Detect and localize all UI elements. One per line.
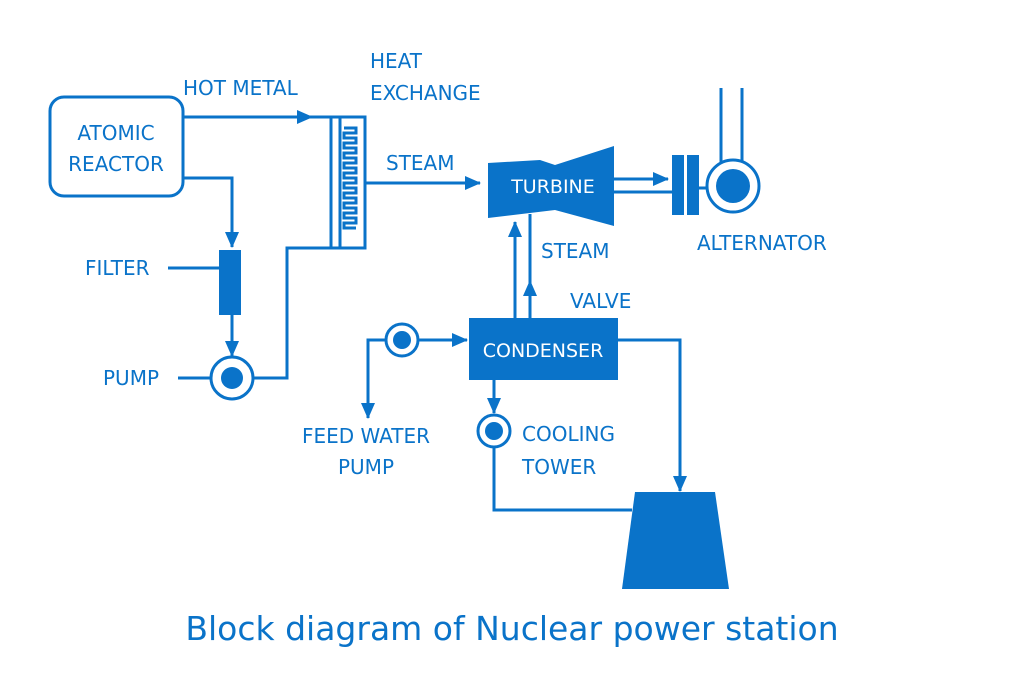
steam-to-turbine-flow: STEAM — [365, 151, 481, 190]
cooling-tower — [622, 492, 729, 589]
alternator-rotor — [716, 169, 750, 203]
feed-water-pump-label-line1: FEED WATER — [302, 424, 430, 448]
cooling-pump-impeller — [485, 422, 503, 440]
condenser-to-cooling-tower-flow — [618, 338, 687, 492]
filter: FILTER — [85, 250, 241, 357]
turbine-shaft — [614, 172, 672, 194]
cooling-tower-label-line1: COOLING — [522, 422, 615, 446]
pump: PUMP — [103, 246, 331, 401]
heat-exchanger-coil — [342, 126, 358, 230]
heat-exchange-label-line1: HEAT — [370, 49, 423, 73]
cooling-pump: COOLING TOWER — [476, 380, 632, 512]
feed-water-pump-impeller — [393, 331, 411, 349]
cooling-tower-label-line2: TOWER — [521, 455, 596, 479]
diagram-title: Block diagram of Nuclear power station — [185, 609, 838, 648]
steam-label-bottom: STEAM — [541, 239, 610, 263]
condenser-block: CONDENSER — [469, 318, 618, 380]
condenser-label: CONDENSER — [483, 340, 604, 362]
pump-label: PUMP — [103, 366, 159, 390]
heat-exchanger: HEAT EXCHANGE — [329, 49, 481, 250]
alternator-label: ALTERNATOR — [697, 231, 827, 255]
coupling-plate-right — [687, 155, 699, 215]
turbine-block: TURBINE — [488, 146, 614, 226]
reactor-label-line2: REACTOR — [68, 152, 164, 176]
steam-label-top: STEAM — [386, 151, 455, 175]
reactor-to-filter-flow — [183, 176, 239, 248]
alternator-outer-ring — [705, 158, 761, 214]
filter-element — [219, 250, 241, 315]
feed-water-pump: FEED WATER PUMP — [302, 322, 468, 479]
turbine-label: TURBINE — [510, 176, 595, 198]
coupling-plate-left — [672, 155, 684, 215]
reactor-label-line1: ATOMIC — [77, 121, 154, 145]
hot-metal-flow: HOT METAL — [183, 76, 331, 124]
atomic-reactor-block: ATOMIC REACTOR — [48, 95, 185, 198]
pump-to-heat-exchanger-line — [253, 246, 331, 380]
condenser-to-turbine-flow: STEAM VALVE — [508, 214, 631, 318]
feed-water-pump-label-line2: PUMP — [338, 455, 394, 479]
pump-impeller — [221, 367, 243, 389]
valve-label: VALVE — [570, 289, 631, 313]
heat-exchange-label-line2: EXCHANGE — [370, 81, 481, 105]
hot-metal-label: HOT METAL — [183, 76, 299, 100]
alternator: ALTERNATOR — [672, 88, 827, 255]
filter-label: FILTER — [85, 256, 150, 280]
